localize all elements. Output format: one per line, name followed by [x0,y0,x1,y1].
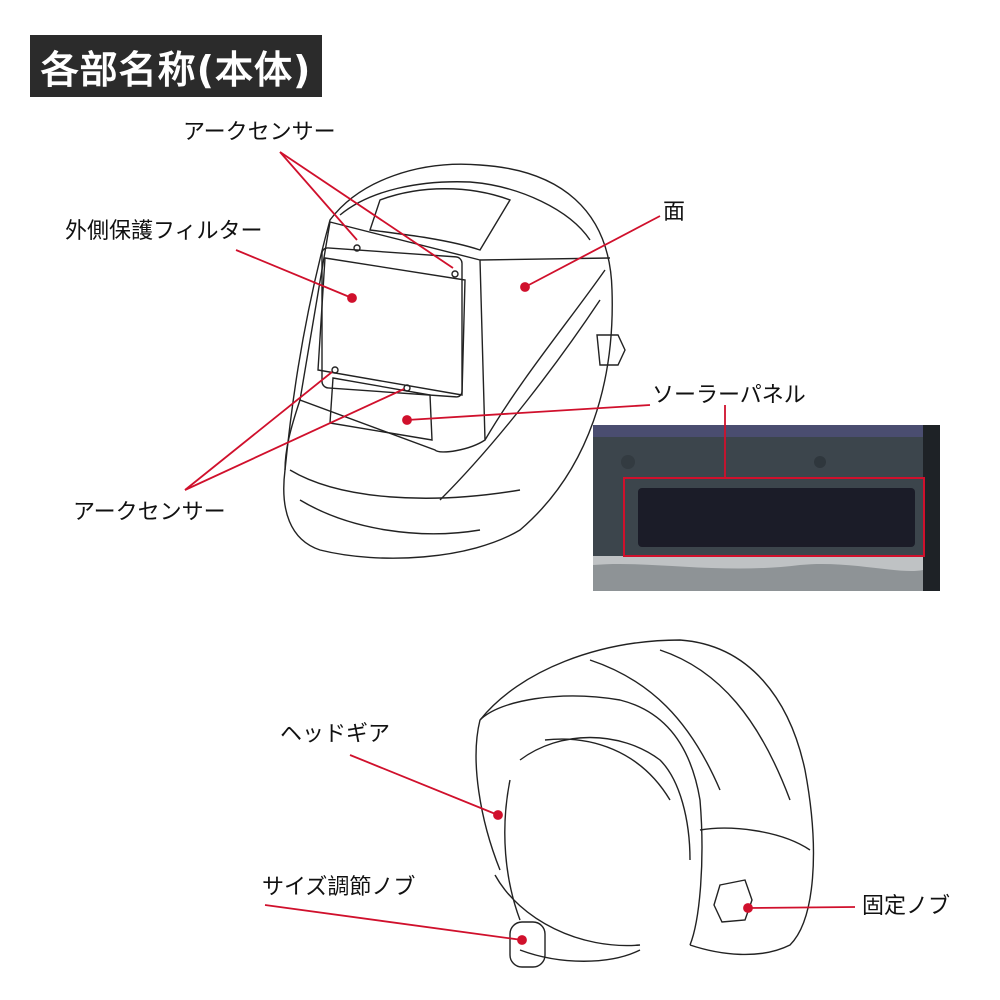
helmet-front-drawing [283,163,626,559]
label-solar-panel: ソーラーパネル [652,383,806,408]
leader-lines [184,151,856,945]
label-headgear: ヘッドギア [280,722,391,747]
label-outer-filter: 外側保護フィルター [65,219,263,244]
helmet-back-drawing [475,639,815,968]
label-arc-sensor-top: アークセンサー [183,120,336,145]
solar-panel-photo [593,425,940,591]
label-arc-sensor-bottom: アークセンサー [73,500,226,525]
label-fixing-knob: 固定ノブ [862,894,951,919]
label-size-knob: サイズ調節ノブ [262,875,416,900]
page-title: 各部名称(本体) [30,35,322,97]
label-shell: 面 [663,200,686,225]
